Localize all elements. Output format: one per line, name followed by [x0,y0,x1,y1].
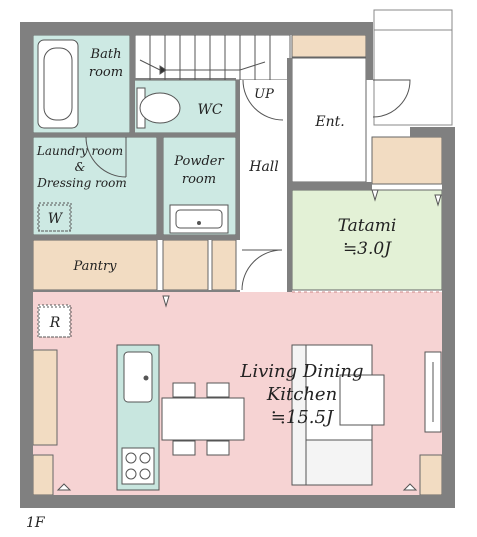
wc-label: WC [197,102,222,118]
entrance-label: Ent. [314,114,344,130]
closet-right [371,136,443,185]
ldk-right-storage [419,454,443,496]
bath-room-label-2: room [89,65,123,80]
pantry-label: Pantry [72,259,117,274]
outer-walls [20,22,455,508]
tv-stand [424,351,442,433]
w-marker-box [38,202,72,232]
toilet [136,87,181,129]
entrance-storage [291,34,367,58]
stairs [139,35,271,80]
tatami-label-2: ≒3.0J [343,239,392,259]
hall-area [240,80,290,292]
sofa [291,344,385,486]
porch [373,9,453,126]
w-marker-label: W [48,211,64,227]
stairs-area [134,34,291,81]
interior-walls [33,35,372,292]
powder-label-2: room [182,172,216,187]
laundry-label-3: Dressing room [36,176,126,190]
tatami-room [291,189,443,291]
powder-label-1: Powder [173,154,224,169]
tatami-label-1: Tatami [338,216,397,236]
storage-1 [162,239,209,291]
ldk-left-storage [32,454,54,496]
dining-table [161,382,245,456]
r-marker-box [38,306,72,338]
hall-label: Hall [248,159,279,175]
laundry-label-1: Laundry room [36,144,123,158]
kitchen-counter [116,344,160,491]
floor-label: 1F [26,515,46,531]
entrance-area [291,57,367,183]
bathtub [37,39,79,129]
entrance-door-swing [372,79,411,118]
opening-markers [56,189,442,491]
ldk-label-3: ≒15.5J [271,407,335,428]
r-marker-label: R [49,315,61,331]
ldk-left-cabinet [32,349,58,446]
storage-2 [211,239,237,291]
ldk-label-1: Living Dining [239,361,363,382]
fridge [37,304,71,338]
up-label: UP [254,87,274,102]
door-swings [85,79,284,291]
laundry-label-2: & [75,160,86,174]
bath-room-label-1: Bath [90,47,122,62]
powder-sink [169,204,229,234]
ldk-label-2: Kitchen [266,384,337,405]
